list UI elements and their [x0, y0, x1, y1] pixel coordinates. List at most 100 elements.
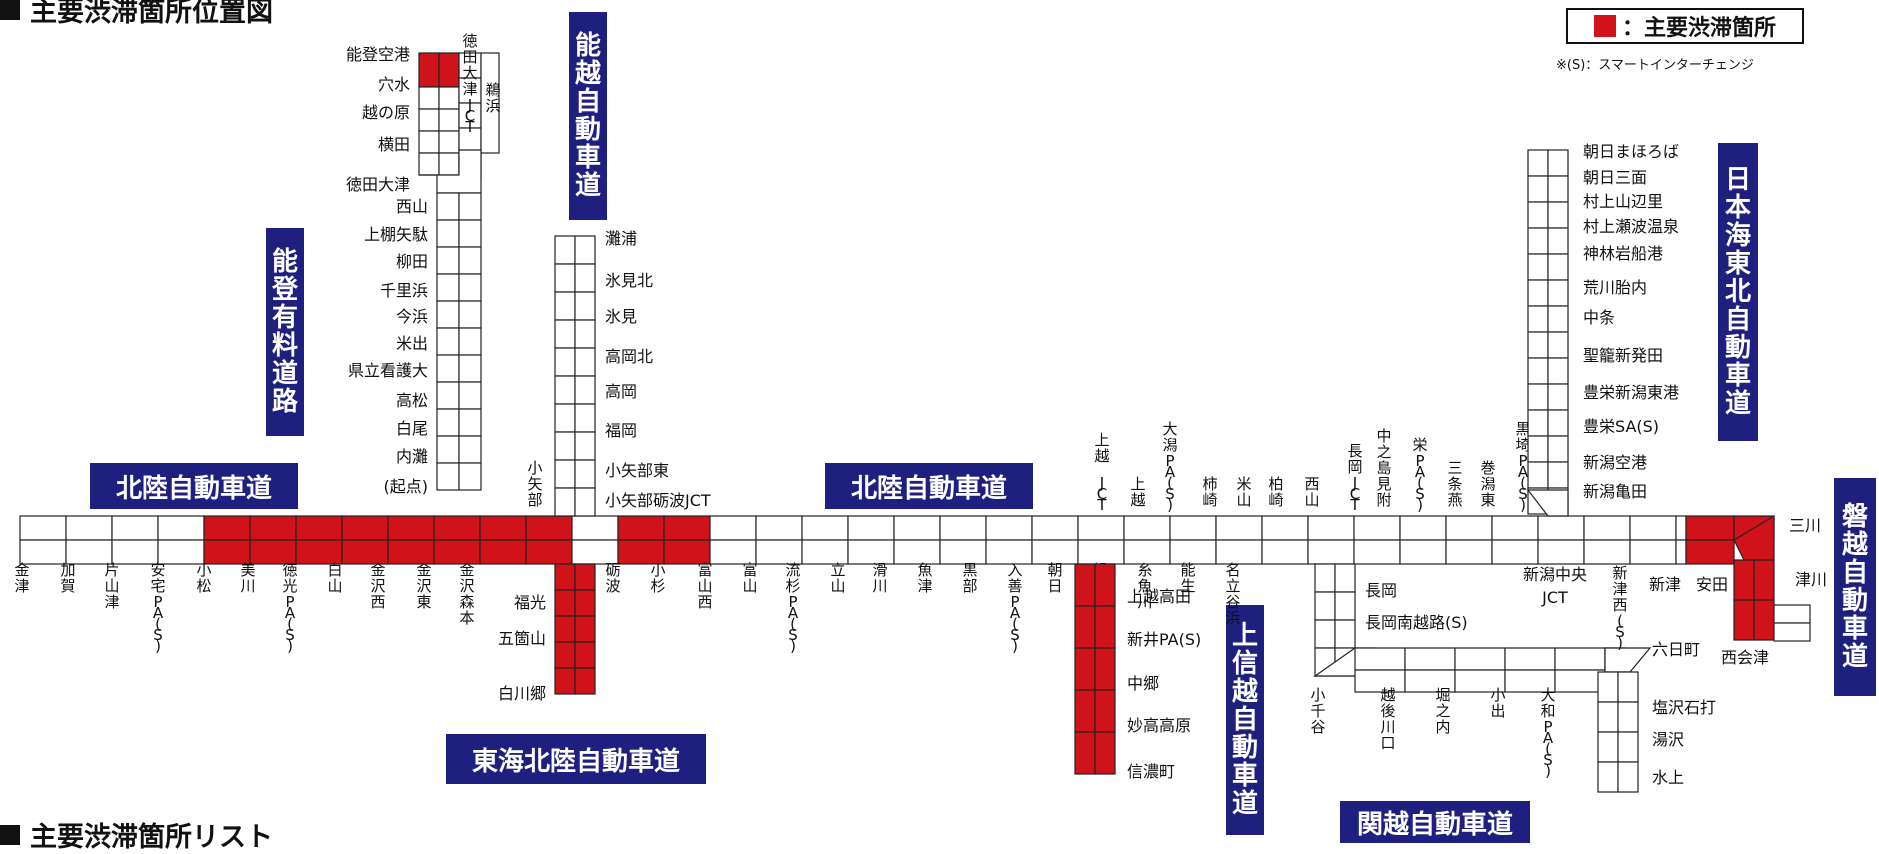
road-name-char: 越 — [1231, 676, 1258, 707]
noetsu-station-label: 小矢部東 — [605, 461, 669, 480]
hokuriku-station-label: 黒部 — [962, 561, 977, 595]
hokuriku-cell — [525, 539, 573, 565]
tokai-cell — [574, 615, 596, 643]
noto-station-label: 柳田 — [396, 252, 428, 271]
hokuriku-station-label: 滑川 — [872, 561, 887, 595]
kanetsu-cell — [1597, 701, 1619, 733]
noetsu-cell — [554, 263, 576, 293]
noetsu-station-label: 高岡北 — [605, 347, 653, 366]
heading-square-icon — [0, 0, 20, 20]
noetsu-cell — [554, 459, 576, 489]
noto-cell — [418, 52, 440, 88]
hokuriku-cell — [1583, 539, 1631, 565]
noto-cell — [458, 219, 482, 248]
hokuriku-cell — [1675, 515, 1687, 541]
hokuriku-cell — [1123, 515, 1171, 541]
hokuriku-cell — [617, 515, 665, 541]
hokuriku-cell — [985, 515, 1033, 541]
kanetsu-bend — [1604, 647, 1652, 673]
road-name-char: 道 — [1231, 789, 1258, 820]
nihonkai-station-label: 聖籠新発田 — [1583, 346, 1663, 365]
hokuriku-station-label: 魚津 — [917, 561, 932, 595]
nihonkai-cell — [1547, 253, 1569, 281]
hokuriku-station-label: 柏崎 — [1268, 475, 1283, 509]
nihonkai-cell — [1527, 435, 1549, 463]
noto-jct-label: 鵜浜 — [485, 81, 500, 115]
noto-cell — [418, 108, 440, 132]
hokuriku-cell — [893, 539, 941, 565]
banetsu-cell — [1753, 599, 1775, 641]
nihonkai-cell — [1527, 331, 1549, 359]
tokai-cell — [574, 563, 596, 591]
kanetsu-station-label: 堀之内 — [1435, 686, 1450, 736]
hokuriku-cell — [433, 539, 481, 565]
hokuriku-cell — [157, 515, 205, 541]
banetsu-station-label: 津川 — [1795, 570, 1827, 589]
noetsu-station-label: 高岡 — [605, 382, 637, 401]
noto-station-label: 穴水 — [378, 75, 410, 94]
kanetsu-station-label: 長岡 — [1365, 581, 1397, 600]
road-name-char: 上 — [1231, 620, 1258, 651]
hokuriku-cell — [295, 515, 343, 541]
road-name-char: 日 — [1724, 164, 1751, 195]
nihonkai-cell — [1527, 409, 1549, 437]
road-name-char: 信 — [1231, 648, 1258, 679]
tokai-cell — [574, 667, 596, 695]
hokuriku-cell — [203, 539, 251, 565]
hokuriku-cell — [1353, 515, 1401, 541]
nihonkai-cell — [1547, 201, 1569, 229]
hokuriku-cell — [1399, 515, 1447, 541]
road-noetsu: 能越自動車道 — [569, 12, 607, 220]
road-name-char: 海 — [1724, 220, 1751, 251]
road-name-char: 車 — [1841, 614, 1868, 645]
noto-cell — [436, 381, 460, 410]
tokai-station-label: 白川郷 — [498, 684, 546, 703]
noto-cell — [436, 435, 460, 464]
hokuriku-cell — [847, 539, 895, 565]
noto-station-label: 今浜 — [396, 307, 428, 326]
noto-cell — [458, 435, 482, 464]
noetsu-cell — [574, 403, 596, 433]
noetsu-cell — [574, 319, 596, 349]
noto-station-label: 徳田大津 — [346, 175, 410, 194]
noto-station-label: 横田 — [378, 135, 410, 154]
noto-station-label: 米出 — [396, 334, 428, 353]
road-hokuriku-east: 北陸自動車道 — [825, 463, 1033, 509]
kanetsu-cell — [1314, 563, 1336, 593]
noto-cell — [458, 273, 482, 302]
tokai-cell — [554, 563, 576, 591]
congestion-swatch-icon — [1593, 15, 1616, 37]
noetsu-cell — [554, 291, 576, 321]
noetsu-cell — [554, 403, 576, 433]
nihonkai-cell — [1547, 461, 1569, 489]
noto-cell — [438, 52, 460, 88]
hokuriku-cell — [663, 515, 711, 541]
kanetsu-cell — [1334, 563, 1356, 593]
nihonkai-cell — [1527, 149, 1549, 177]
hokuriku-cell — [755, 515, 803, 541]
noetsu-station-label: 小矢部砺波JCT — [605, 491, 711, 510]
noto-station-label: 高松 — [396, 391, 428, 410]
nihonkai-station-label: 中条 — [1583, 308, 1615, 327]
nihonkai-station-label: 朝日三面 — [1583, 168, 1647, 187]
kanetsu-station-label: 小千谷 — [1310, 686, 1325, 736]
hokuriku-cell — [1307, 539, 1355, 565]
road-name-char: 越 — [574, 58, 601, 89]
hokuriku-cell — [65, 539, 113, 565]
road-hokuriku-west: 北陸自動車道 — [90, 463, 298, 509]
kanetsu-cell — [1314, 619, 1336, 649]
hokuriku-cell — [1491, 539, 1539, 565]
hokuriku-station-label: 小松 — [196, 561, 211, 595]
noto-cell — [458, 300, 482, 329]
joshinetsu-cell — [1074, 563, 1096, 607]
kanetsu-cell — [1617, 671, 1639, 703]
noto-station-label: 県立看護大 — [348, 361, 428, 380]
hokuriku-cell — [1445, 539, 1493, 565]
hokuriku-station-label: 三条燕 — [1447, 459, 1462, 509]
hokuriku-cell — [939, 515, 987, 541]
nihonkai-cell — [1547, 331, 1569, 359]
map-heading: 主要渋滞箇所位置図 — [0, 0, 273, 29]
